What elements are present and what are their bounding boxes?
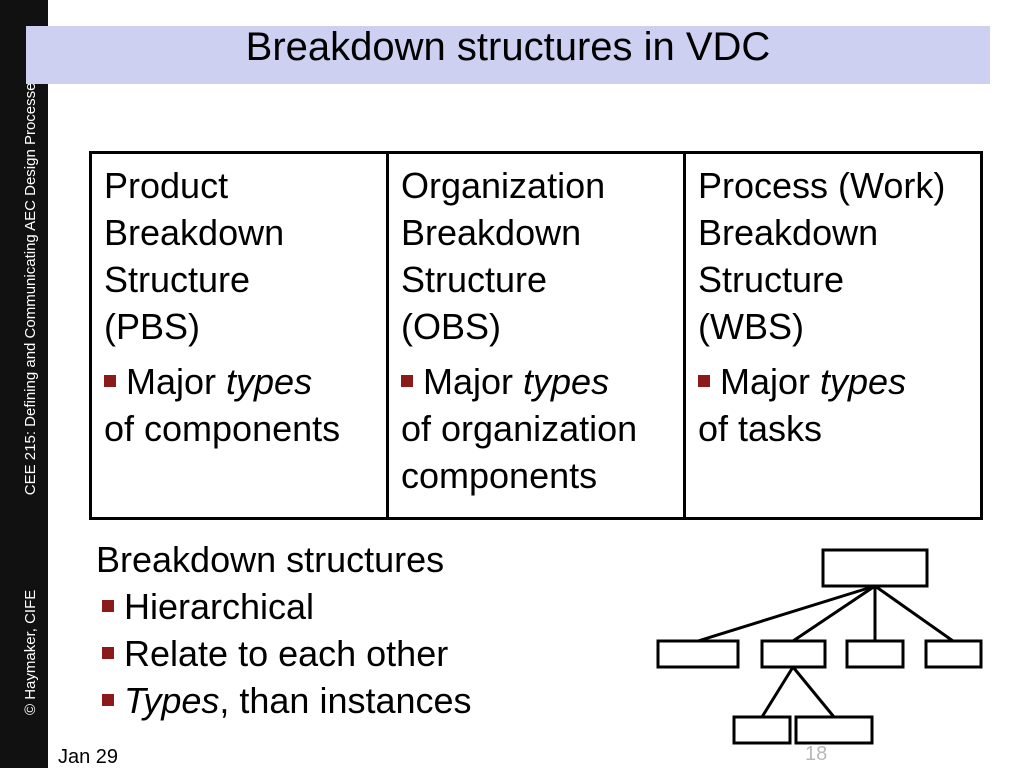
- note-text: , than instances: [219, 680, 472, 721]
- bullet-prefix: Major: [720, 361, 821, 402]
- bullet-prefix: Major: [126, 361, 227, 402]
- note-emphasis: Types: [124, 680, 220, 721]
- wbs-bullet: Major types of tasks: [698, 358, 974, 452]
- wbs-cell: Process (Work) Breakdown Structure (WBS)…: [683, 151, 983, 520]
- tree-edge: [791, 666, 836, 718]
- sidebar-bar: [0, 0, 48, 768]
- breakdown-table: Product Breakdown Structure (PBS) Major …: [89, 151, 983, 520]
- tree-edge: [697, 584, 876, 643]
- bullet-square-icon: [401, 375, 413, 387]
- notes-heading: Breakdown structures: [96, 539, 445, 580]
- tree-node: [760, 639, 827, 669]
- note-item: Hierarchical: [96, 583, 472, 630]
- copyright-text: © Haymaker, CIFE: [21, 589, 39, 715]
- page-number: 18: [805, 743, 828, 765]
- obs-cell: Organization Breakdown Structure (OBS) M…: [386, 151, 686, 520]
- obs-name: Organization Breakdown Structure (OBS): [401, 165, 606, 347]
- bullet-emphasis: types: [820, 361, 907, 402]
- tree-root-node: [821, 548, 929, 588]
- bullet-suffix: of tasks: [698, 408, 823, 449]
- note-item: Types, than instances: [96, 677, 472, 724]
- sidebar-text: © Haymaker, CIFE CEE 215: Defining and C…: [18, 75, 42, 715]
- tree-node: [924, 639, 983, 669]
- bullet-emphasis: types: [226, 361, 313, 402]
- bullet-square-icon: [698, 375, 710, 387]
- bullet-square-icon: [102, 694, 114, 706]
- bullet-square-icon: [104, 375, 116, 387]
- tree-edge: [874, 584, 954, 643]
- tree-edge: [760, 666, 795, 718]
- title-band: [26, 26, 990, 84]
- wbs-name: Process (Work) Breakdown Structure (WBS): [698, 165, 946, 347]
- footer-date: Jan 29: [58, 746, 119, 768]
- bullet-prefix: Major: [423, 361, 524, 402]
- hierarchy-tree-diagram: [656, 548, 983, 745]
- tree-edge: [792, 584, 876, 643]
- tree-leaf-node: [732, 715, 792, 745]
- bullet-emphasis: types: [523, 361, 610, 402]
- tree-leaf-node: [794, 715, 874, 745]
- notes-block: Breakdown structures Hierarchical Relate…: [96, 536, 472, 724]
- bullet-suffix: of organization components: [401, 408, 638, 496]
- obs-bullet: Major types of organization components: [401, 358, 677, 499]
- tree-node: [845, 639, 905, 669]
- note-text: Relate to each other: [124, 633, 449, 674]
- note-item: Relate to each other: [96, 630, 472, 677]
- slide-title: Breakdown structures in VDC: [245, 25, 771, 69]
- bullet-square-icon: [102, 647, 114, 659]
- bullet-square-icon: [102, 600, 114, 612]
- pbs-bullet: Major types of components: [104, 358, 380, 452]
- bullet-suffix: of components: [104, 408, 341, 449]
- note-text: Hierarchical: [124, 586, 315, 627]
- pbs-cell: Product Breakdown Structure (PBS) Major …: [89, 151, 389, 520]
- tree-node: [656, 639, 740, 669]
- pbs-name: Product Breakdown Structure (PBS): [104, 165, 285, 347]
- course-text: CEE 215: Defining and Communicating AEC …: [21, 75, 39, 496]
